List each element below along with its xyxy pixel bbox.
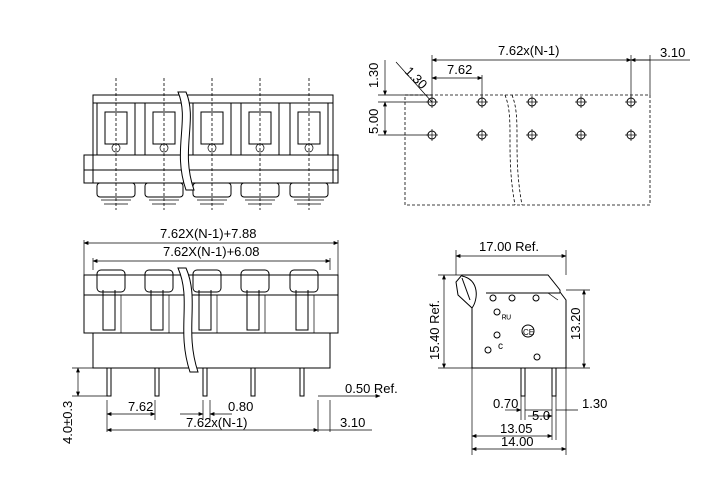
dim-bottom-310: 3.10 <box>340 415 365 430</box>
top-view-terminals <box>96 102 329 205</box>
dim-top-130-diag: 1.30 <box>402 64 431 93</box>
dim-side-130: 1.30 <box>582 396 607 411</box>
dim-bottom-pitch-n: 7.62x(N-1) <box>186 415 247 430</box>
dim-bottom-080: 0.80 <box>228 399 253 414</box>
dim-bottom-762: 7.62 <box>128 399 153 414</box>
top-view <box>83 78 339 210</box>
front-view <box>72 240 381 432</box>
pcb-holes <box>426 96 637 141</box>
dim-side-070: 0.70 <box>493 396 518 411</box>
dim-top-762: 7.62 <box>447 62 472 77</box>
dim-front-inner: 7.62X(N-1)+6.08 <box>163 244 259 259</box>
ul-mark: ᴿᵁ <box>502 314 512 325</box>
dim-side-50: 5.0 <box>532 408 550 423</box>
side-view-marks <box>484 294 541 361</box>
dim-pin-width: 0.50 Ref. <box>345 381 398 396</box>
dim-top-500: 5.00 <box>366 109 381 134</box>
rohs-mark: c <box>498 341 503 352</box>
dim-pin-length: 4.0±0.3 <box>60 401 75 444</box>
side-view: ᴿᵁ CE c <box>438 250 590 455</box>
dim-front-total: 7.62X(N-1)+7.88 <box>160 226 256 241</box>
dim-side-1305: 13.05 <box>500 421 533 436</box>
dim-side-1320: 13.20 <box>568 307 583 340</box>
dim-side-height-ref: 15.40 Ref. <box>427 300 442 360</box>
pcb-layout <box>378 55 690 206</box>
dim-top-310: 3.10 <box>660 45 685 60</box>
dim-top-pitch-n: 7.62x(N-1) <box>498 43 559 58</box>
top-view-center-lines <box>115 78 310 210</box>
dim-side-width-ref: 17.00 Ref. <box>479 239 539 254</box>
ce-mark: CE <box>523 328 534 337</box>
front-view-terminals <box>96 269 319 397</box>
dim-top-130-v: 1.30 <box>366 63 381 88</box>
dim-side-1400: 14.00 <box>501 434 534 449</box>
